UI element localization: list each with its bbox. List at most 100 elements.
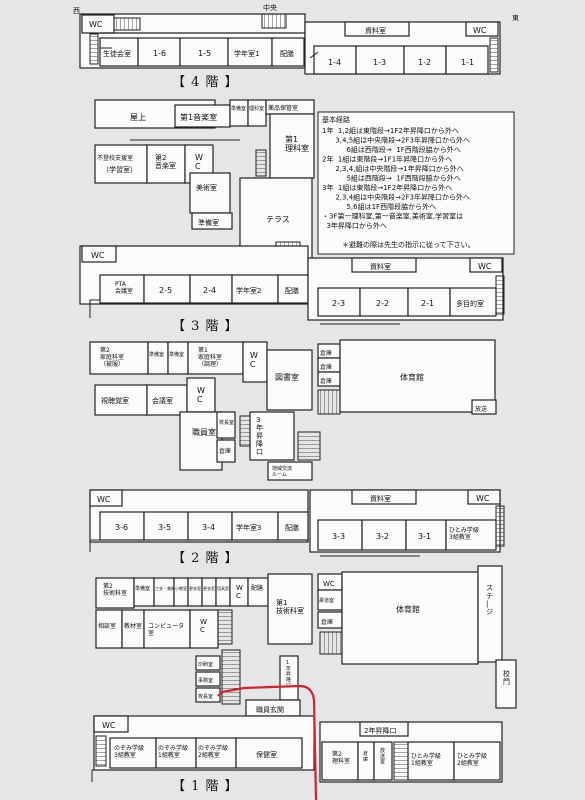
label-1f-computer: コンピュータ室 xyxy=(148,622,184,637)
label-4f-shiryou: 資料室 xyxy=(365,26,386,35)
label-2f-souko3: 倉庫 xyxy=(320,377,332,385)
label-4f-1-1: 1-1 xyxy=(461,58,474,67)
label-1f-souko: 倉庫 xyxy=(321,618,333,626)
label-2f-gakunen3: 学年室3 xyxy=(236,523,261,532)
label-1f-taiikukan: 体育館 xyxy=(396,604,420,614)
label-3f-gakushu: （学習室） xyxy=(102,165,137,174)
label-2f-3-1: 3-1 xyxy=(418,532,431,541)
legend-line: 3年 1組は東階段→1F2年昇降口から外へ xyxy=(322,183,452,192)
label-4f-1-6: 1-6 xyxy=(153,49,166,58)
label-1f-kosaku: 小教室 xyxy=(175,585,187,591)
label-2f-kaigi: 会議室 xyxy=(152,396,173,405)
label-3f-2-3: 2-3 xyxy=(332,299,345,308)
label-2f-housou: 放送 xyxy=(475,405,487,413)
label-3f-2-4: 2-4 xyxy=(203,286,216,295)
label-1f-junbi: 準備室 xyxy=(135,585,150,592)
legend-line: 1年 1,2組は東階段→1F2年昇降口から外へ xyxy=(322,126,459,135)
label-1f-koumon: 校門 xyxy=(503,669,510,686)
label-2f-shokuin: 職員室 xyxy=(192,427,216,437)
label-2f-3-2: 3-2 xyxy=(376,532,389,541)
label-3f-futoukou: 不登校支援室 xyxy=(97,154,133,162)
label-1f-stage: ステ|ジ xyxy=(486,584,493,616)
label-2f-wc-left: WC xyxy=(97,495,111,504)
label-2f-souko2: 倉庫 xyxy=(320,363,332,371)
label-3f-shiryou: 資料室 xyxy=(370,262,391,271)
label-2f-souko: 倉庫 xyxy=(219,447,231,455)
label-1f-yougu: 用具室 xyxy=(217,585,229,591)
label-2f-taiikukan: 体育館 xyxy=(400,372,424,382)
legend-lines: 1年 1,2組は東階段→1F2年昇降口から外へ 3,4,5組は中央階段→2F3年… xyxy=(322,126,470,230)
label-2f-3-3: 3-3 xyxy=(332,532,345,541)
label-1f-jimu: 事務室 xyxy=(198,677,213,684)
floor-label-3f: 【 3 階 】 xyxy=(172,319,239,334)
label-2f-junbi2: 準備室 xyxy=(169,351,184,358)
evacuation-route-legend xyxy=(317,111,515,255)
label-2f-souko1: 倉庫 xyxy=(320,349,332,357)
label-4f-wc-right: WC xyxy=(473,26,487,35)
label-4f-1-2: 1-2 xyxy=(418,58,431,67)
label-2f-tosho: 図書室 xyxy=(275,372,299,382)
legend-note: ＊避難の際は先生の指示に従って下さい。 xyxy=(342,240,475,249)
label-1f-kendo: 柔道室 xyxy=(319,597,334,604)
label-3f-wc-right: WC xyxy=(478,262,492,271)
legend-line: 3年昇降口から外へ xyxy=(322,221,387,230)
label-4f-haizen: 配膳 xyxy=(280,49,294,58)
label-1f-hoken: 保健室 xyxy=(256,750,277,759)
label-2f-haizen: 配膳 xyxy=(285,523,299,532)
label-2f-3-6: 3-6 xyxy=(115,523,128,532)
legend-line: 5,6組は1F西階段脇から外へ xyxy=(322,202,436,211)
label-3f-bijutsu: 美術室 xyxy=(196,183,217,192)
legend-line: 3,4,5組は中央階段→2F3年昇降口から外へ xyxy=(322,136,470,145)
label-1f-kyouzai: 教材室 xyxy=(124,622,142,630)
legend-line: ・3F第一理科室,第一音楽室,美術室,学習室は xyxy=(322,212,463,221)
label-1f-jouhou: 更衣室 xyxy=(189,585,201,591)
label-3f-ongaku1: 第1音楽室 xyxy=(180,112,217,122)
label-4f-gakunen1: 学年室1 xyxy=(234,49,259,58)
label-1f-souko2: 倉庫 xyxy=(363,750,368,763)
label-3f-junbi-a: 準備室 xyxy=(231,105,246,112)
legend-line: 2,3,4,組は中央階段→1年昇降口から外へ xyxy=(322,164,464,173)
label-4f-seito: 生徒会室 xyxy=(103,49,131,58)
label-3f-2-5: 2-5 xyxy=(159,286,172,295)
label-1f-wc-d: WC xyxy=(102,721,116,730)
floor-label-4f: 【 4 階 】 xyxy=(172,75,239,90)
label-2f-3-4: 3-4 xyxy=(202,523,215,532)
label-3f-terrace: テラス xyxy=(266,215,290,224)
evacuation-route-line xyxy=(217,684,318,800)
label-1f-soudan: 相談室 xyxy=(98,622,116,630)
label-2f-shichoukaku: 視聴覚室 xyxy=(101,396,129,405)
label-4f-wc-left: WC xyxy=(89,20,103,29)
label-4f-1-3: 1-3 xyxy=(373,58,386,67)
legend-line: 6組は西階段→ 1F西階段脇から外へ xyxy=(322,145,461,154)
corridor-arrows xyxy=(89,47,420,782)
label-3f-gakunen2: 学年室2 xyxy=(236,286,261,295)
label-1f-shokudou: 更衣室 xyxy=(203,585,215,591)
floor-4f: WC 生徒会室 1-6 1-5 学年室1 配膳 資料室 WC 1-4 1-3 1… xyxy=(79,13,501,90)
label-1f-shokuin-genkan: 職員玄関 xyxy=(256,705,284,714)
floor-label-1f: 【 1 階 】 xyxy=(172,779,239,794)
label-4f-1-5: 1-5 xyxy=(198,49,211,58)
label-3f-tamokuteki: 多目的室 xyxy=(456,299,484,308)
legend-line: 2年 1組は東階段→1F1年昇降口から外へ xyxy=(322,155,452,164)
label-2f-chiiki: 地域交流ルーム xyxy=(272,465,292,478)
